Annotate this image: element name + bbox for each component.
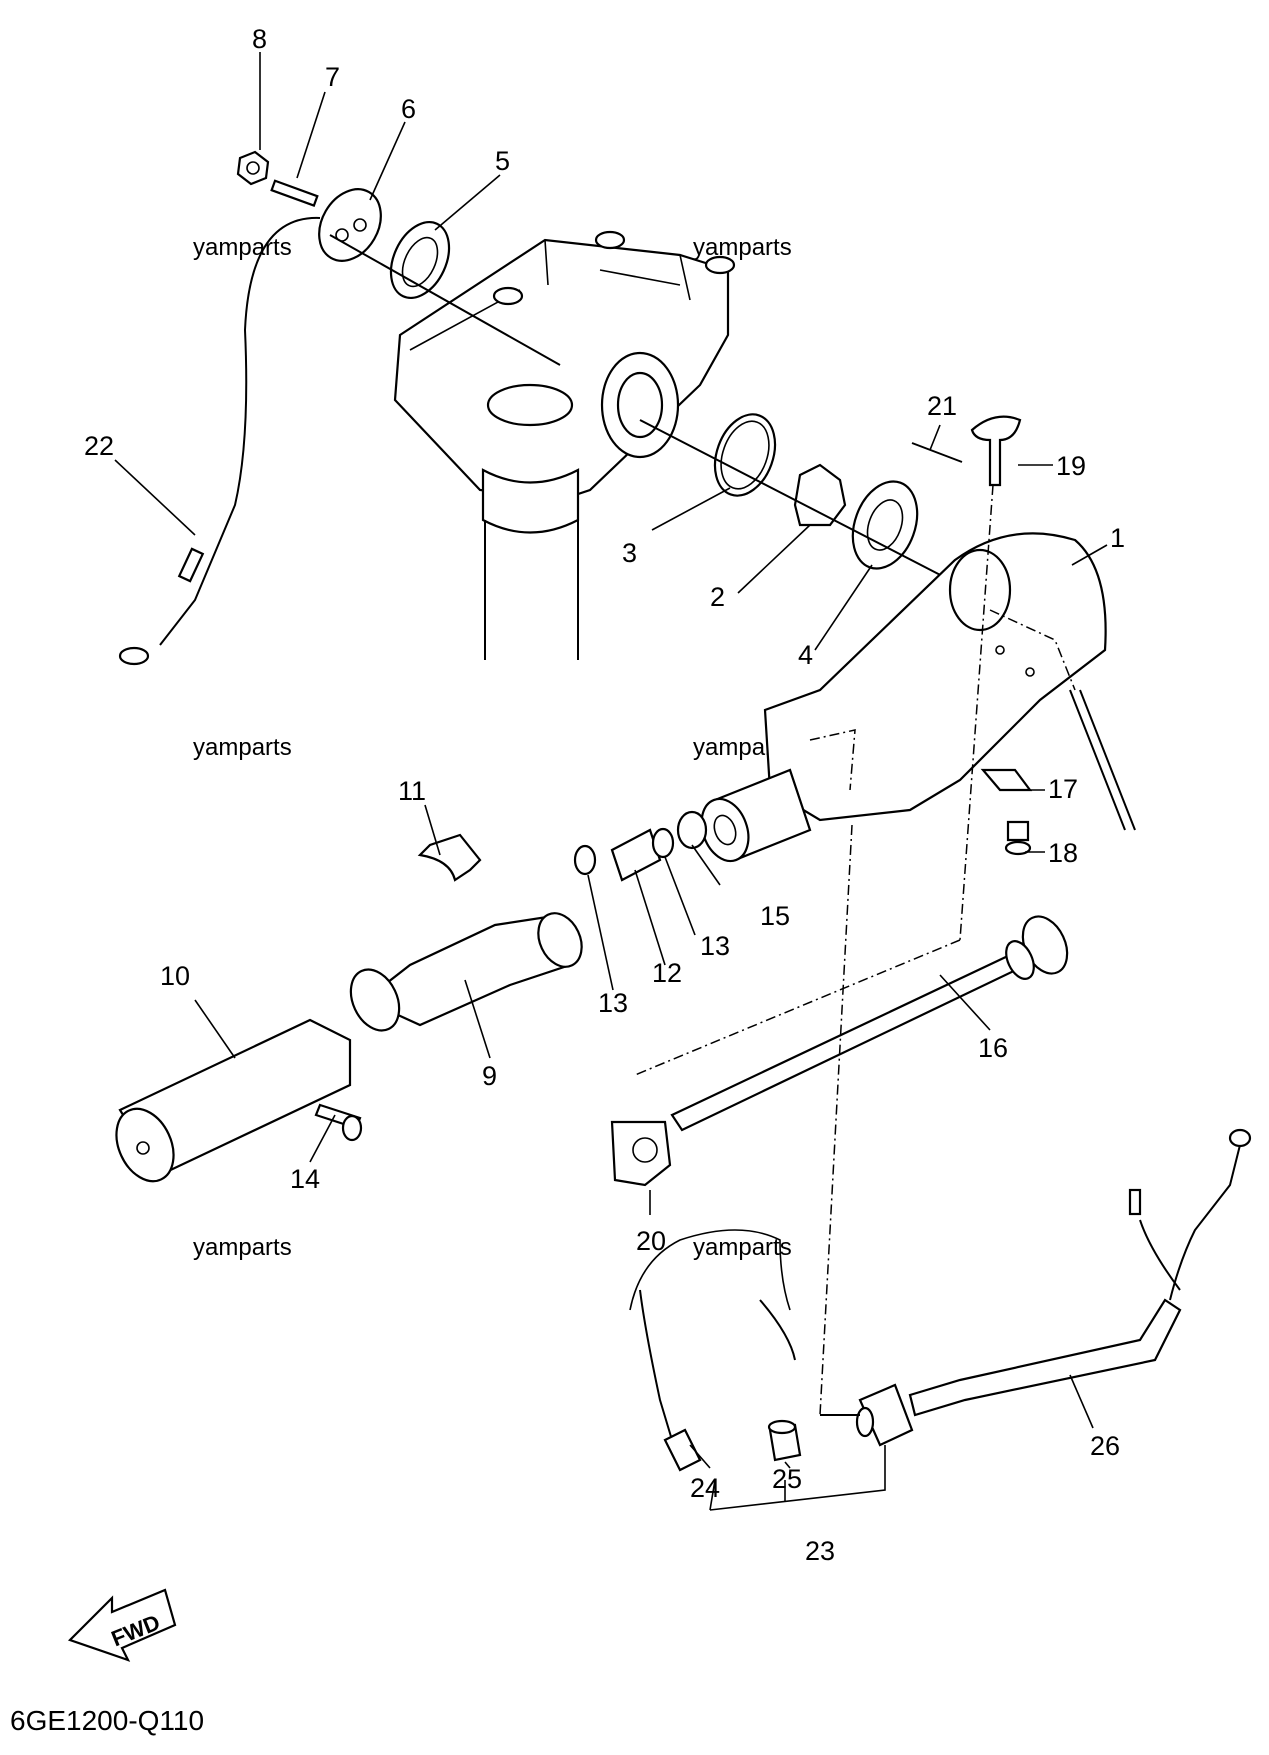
leader-lines	[114, 52, 1108, 1511]
part-label-14: 14	[290, 1164, 320, 1194]
part-label-10: 10	[160, 961, 190, 991]
part-label-8: 8	[252, 24, 267, 54]
part-label-9: 9	[482, 1061, 497, 1091]
part-18-screw	[1006, 820, 1030, 842]
part-16-throttle-shaft	[670, 953, 1022, 1132]
part-23-stop-switch	[858, 1383, 914, 1447]
part-label-26: 26	[1090, 1431, 1120, 1461]
part-label-20: 20	[636, 1226, 666, 1256]
part-label-21: 21	[927, 391, 957, 421]
part-22-throttle-cable	[159, 216, 321, 646]
part-label-1: 1	[1110, 523, 1125, 553]
part-20-throttle-link	[610, 1120, 672, 1187]
part-13-washer	[573, 844, 597, 876]
part-label-23: 23	[805, 1536, 835, 1566]
part-15-collar	[676, 810, 708, 850]
part-label-19: 19	[1056, 451, 1086, 481]
part-label-12: 12	[652, 958, 682, 988]
part-label-3: 3	[622, 538, 637, 568]
part-label-13b: 13	[700, 931, 730, 961]
part-26-wire-harness	[908, 1298, 1182, 1417]
part-5-bushing	[389, 221, 451, 299]
part-label-2: 2	[710, 582, 725, 612]
part-11-plate	[417, 833, 482, 882]
part-label-11: 11	[398, 776, 426, 806]
part-label-24: 24	[690, 1473, 720, 1503]
part-label-16: 16	[978, 1033, 1008, 1063]
fwd-arrow-icon: FWD	[67, 1588, 177, 1662]
part-2-clip	[793, 463, 847, 527]
part-label-6: 6	[401, 94, 416, 124]
part-label-25: 25	[772, 1464, 802, 1494]
part-label-18: 18	[1048, 838, 1078, 868]
part-label-13a: 13	[598, 988, 628, 1018]
part-label-15: 15	[760, 901, 790, 931]
part-label-4: 4	[798, 640, 813, 670]
part-label-22: 22	[84, 431, 114, 461]
watermark: yamparts	[193, 234, 292, 261]
part-12-spring	[610, 828, 662, 882]
part-1-tiller-handle	[763, 532, 1107, 822]
part-label-17: 17	[1048, 774, 1078, 804]
part-21-pin	[911, 442, 963, 463]
part-13-washer	[651, 827, 675, 859]
watermark: yamparts	[193, 1234, 292, 1261]
watermark: yamparts	[193, 734, 292, 761]
part-7-stud	[270, 179, 319, 207]
watermark: yamparts	[693, 234, 792, 261]
part-8-nut	[236, 150, 270, 186]
part-label-7: 7	[325, 62, 340, 92]
part-label-5: 5	[495, 146, 510, 176]
part-17-bracket	[980, 768, 1033, 792]
diagram-code: 6GE1200-Q110	[10, 1705, 204, 1736]
part-6-plate	[318, 188, 382, 262]
part-19-wing-bolt	[970, 415, 1022, 487]
steering-bracket-housing	[393, 230, 736, 660]
part-24-lanyard	[629, 1229, 796, 1472]
